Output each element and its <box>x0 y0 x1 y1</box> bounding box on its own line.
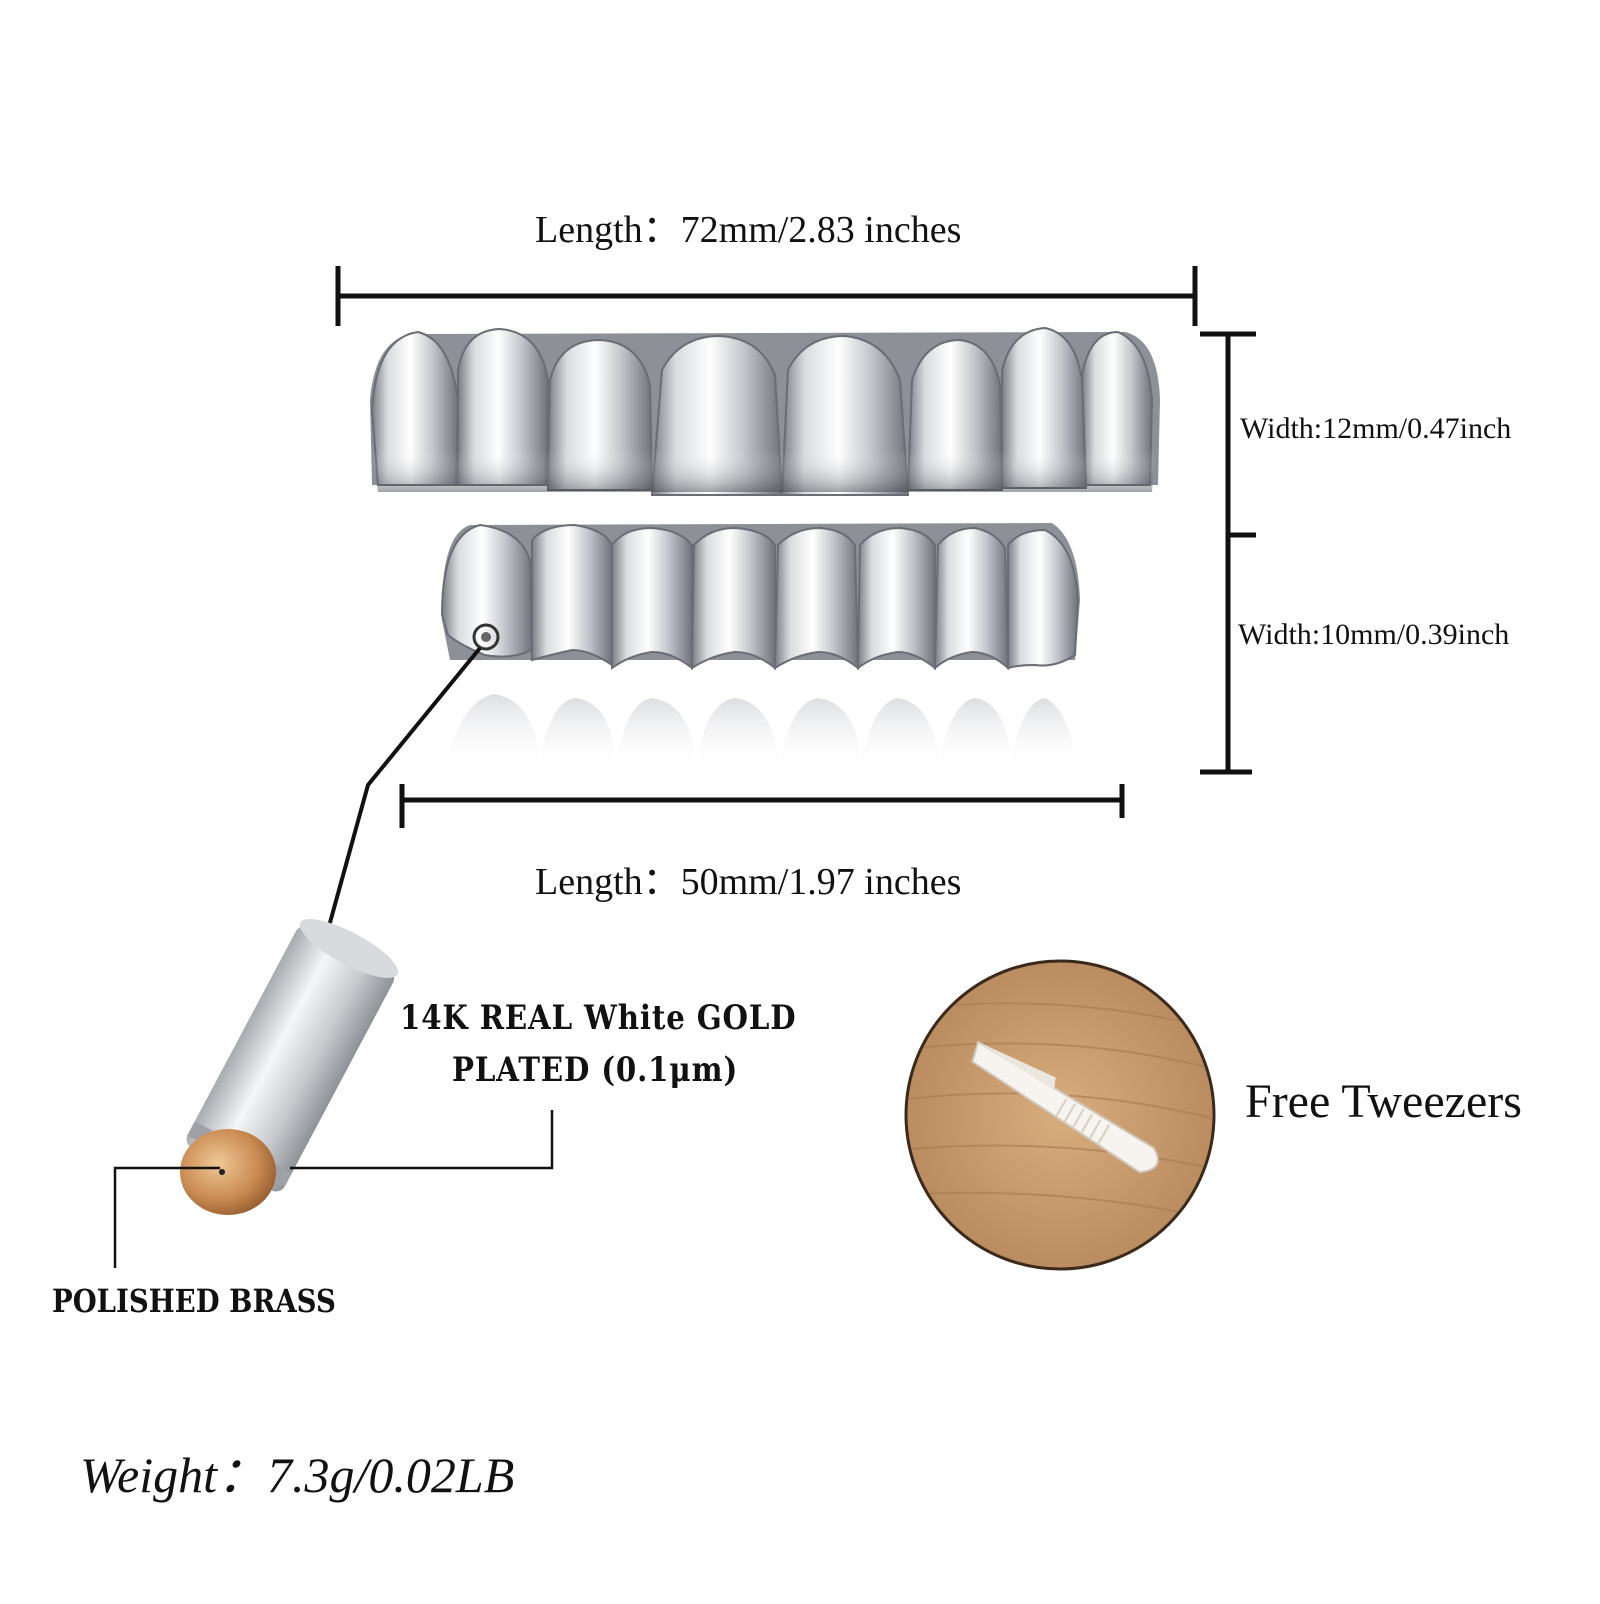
length-top-label: Length：72mm/2.83 inches <box>535 209 962 251</box>
length-bottom-label: Length：50mm/1.97 inches <box>535 861 962 903</box>
tweezers-icon <box>904 959 1216 1271</box>
plating-label-line2: PLATED (0.1μm) <box>452 1050 739 1090</box>
plating-label-line1: 14K REAL White GOLD <box>400 998 797 1038</box>
lower-grill-icon <box>440 523 1080 671</box>
weight-label: Weight：7.3g/0.02LB <box>80 1447 515 1503</box>
width-bottom-label: Width:10mm/0.39inch <box>1238 618 1510 651</box>
width-bracket <box>1200 331 1256 775</box>
length-bottom-bracket <box>399 784 1125 828</box>
width-top-label: Width:12mm/0.47inch <box>1240 412 1512 445</box>
upper-grill-icon <box>370 326 1160 496</box>
callout-lines <box>113 1110 554 1268</box>
length-top-bracket <box>335 266 1198 326</box>
tweezers-label: Free Tweezers <box>1245 1075 1522 1128</box>
plated-cylinder-icon <box>180 919 399 1215</box>
grill-reflection <box>445 694 1075 770</box>
brass-label: POLISHED BRASS <box>52 1282 336 1320</box>
